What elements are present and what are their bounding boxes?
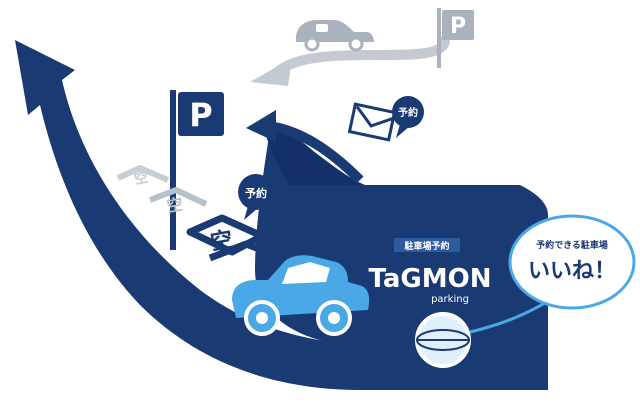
parking-lot bbox=[116, 165, 296, 266]
globe-icon bbox=[415, 312, 471, 368]
bubble-line-1: 予約できる駐車場 bbox=[536, 239, 608, 251]
building-banner-text: 駐車場予約 bbox=[404, 240, 449, 252]
vacant-label-far: 空 bbox=[133, 169, 150, 188]
reserve-badge: 予約 bbox=[238, 174, 274, 220]
building-signage: 駐車場予約 TaGMON parking bbox=[368, 238, 492, 305]
bubble-line-2: いいね！ bbox=[528, 259, 616, 284]
mail-icon bbox=[347, 102, 397, 142]
brand-name: TaGMON bbox=[368, 264, 491, 294]
main-parking-sign: P bbox=[170, 90, 224, 250]
top-sign-letter: P bbox=[450, 14, 466, 39]
reserve-badge-text: 予約 bbox=[245, 186, 267, 200]
like-speech-bubble: 予約できる駐車場 いいね！ bbox=[508, 214, 636, 310]
blue-car-icon bbox=[232, 255, 370, 336]
top-parking-sign: P bbox=[437, 8, 474, 68]
top-route-arrow bbox=[250, 35, 450, 86]
inbound-arrow bbox=[246, 110, 364, 184]
mail-badge-text: 予約 bbox=[398, 106, 418, 119]
top-car-icon bbox=[296, 20, 374, 52]
main-sign-letter: P bbox=[189, 96, 212, 134]
big-growth-arrow bbox=[15, 40, 360, 390]
vacant-label-mid: 空 bbox=[165, 194, 184, 215]
mail-reserve-badge: 予約 bbox=[392, 96, 424, 138]
vacant-label-near: 空 bbox=[209, 226, 235, 255]
brand-sub: parking bbox=[431, 294, 469, 305]
